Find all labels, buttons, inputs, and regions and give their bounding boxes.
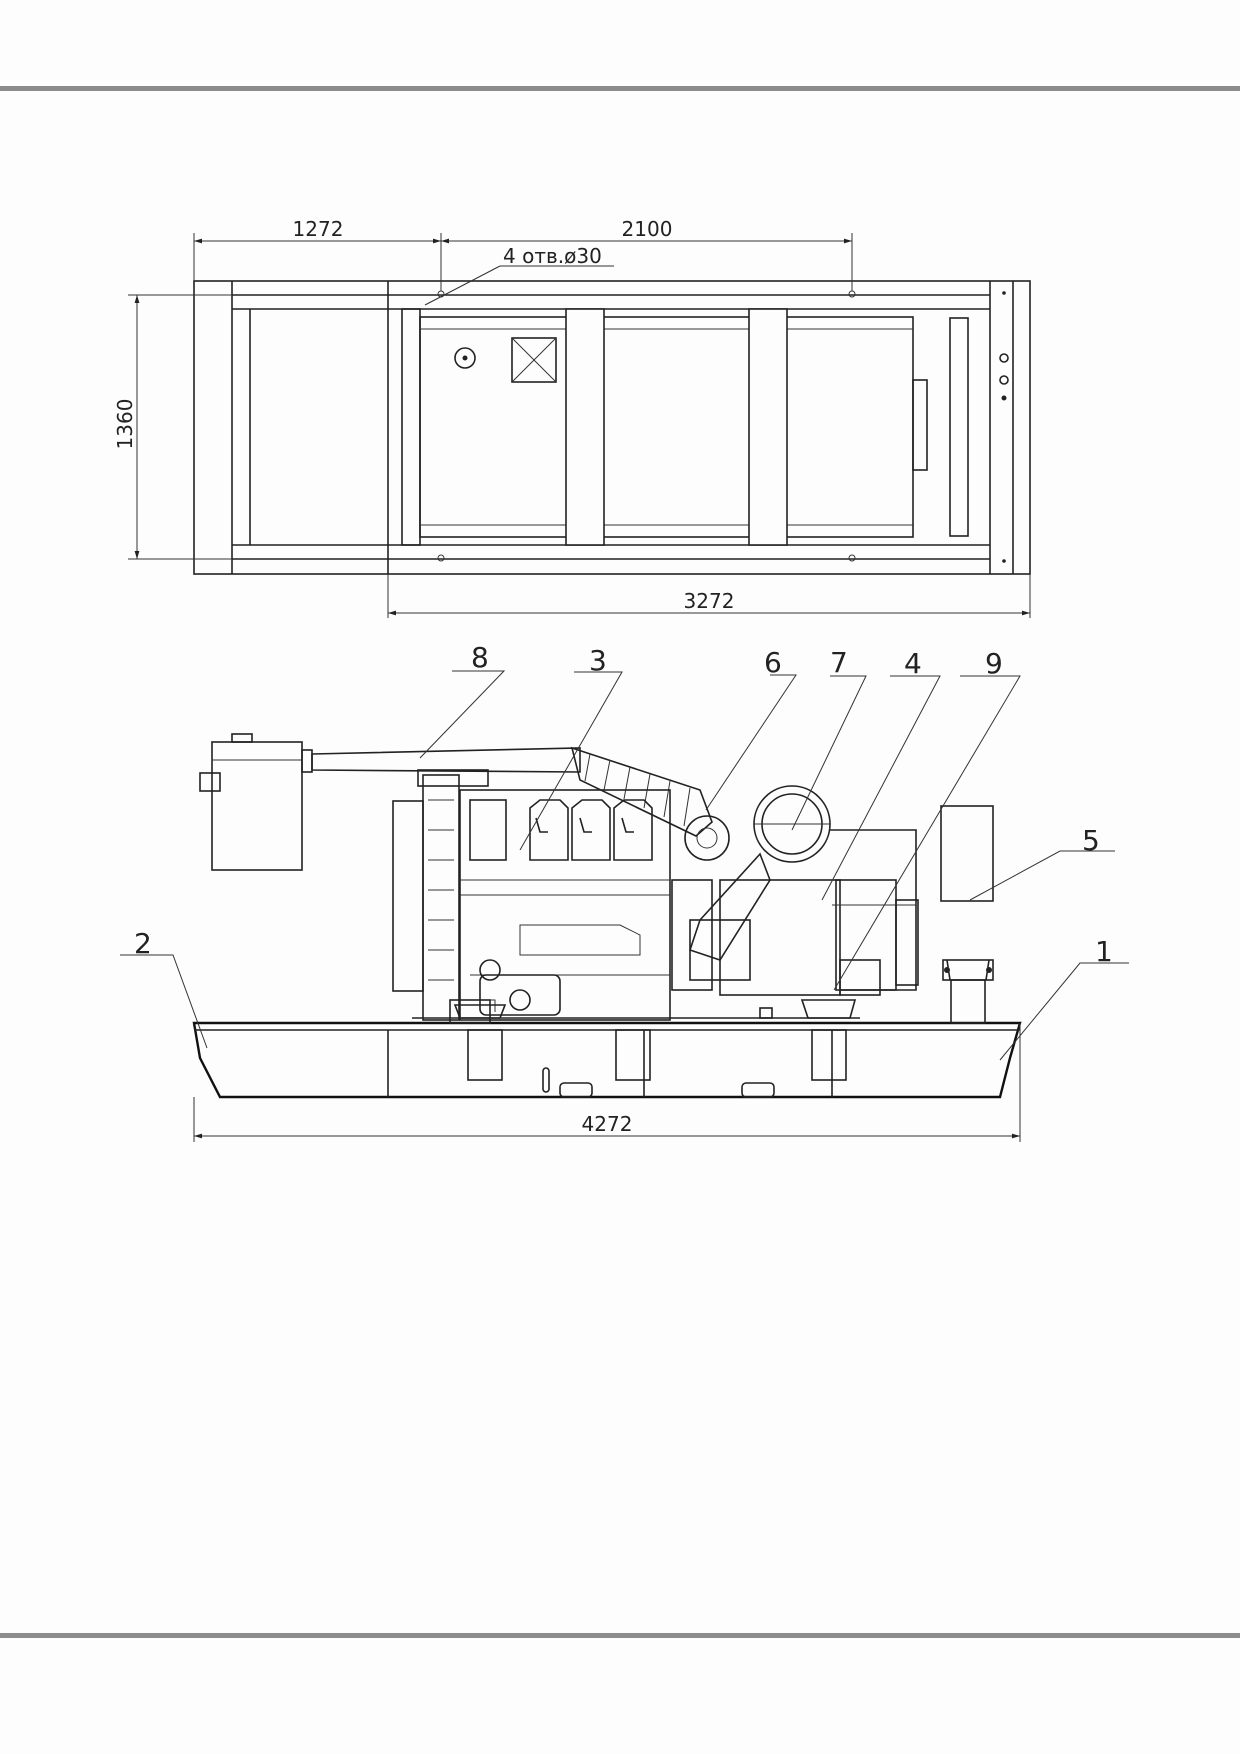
plan-view: 1272 2100 4 отв.ø30 1360 3272 [113,217,1031,618]
header-rule [0,86,1240,91]
dim-top: 2100 [622,217,673,241]
holes-note: 4 отв.ø30 [503,244,602,268]
dim-height: 1360 [113,399,137,450]
callout-6: 6 [764,646,782,679]
callout-4: 4 [904,647,922,680]
callout-8: 8 [471,641,489,674]
side-view: 8 3 6 7 4 9 5 2 1 4272 [120,641,1129,1142]
dim-bottom: 3272 [684,589,735,613]
callout-7: 7 [830,646,848,679]
footer-rule [0,1633,1240,1638]
callout-2: 2 [134,927,152,960]
dim-total: 4272 [582,1112,633,1136]
dim-left: 1272 [293,217,344,241]
callout-1: 1 [1095,935,1113,968]
callout-5: 5 [1082,824,1100,857]
callout-3: 3 [589,644,607,677]
callout-9: 9 [985,647,1003,680]
